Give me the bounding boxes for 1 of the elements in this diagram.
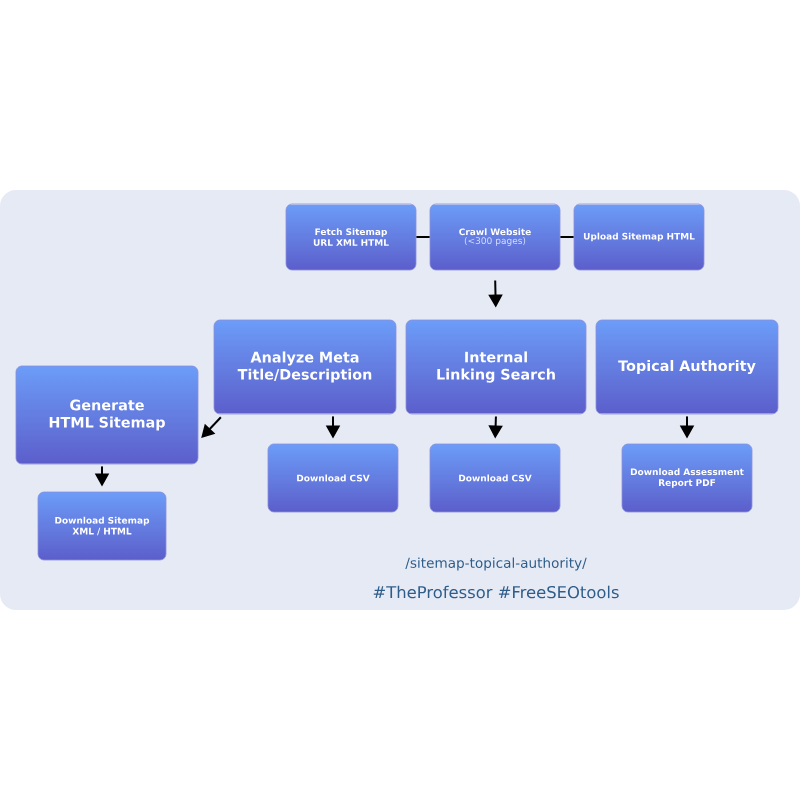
hashtag-text: #TheProfessor #FreeSEOtools: [373, 585, 619, 599]
